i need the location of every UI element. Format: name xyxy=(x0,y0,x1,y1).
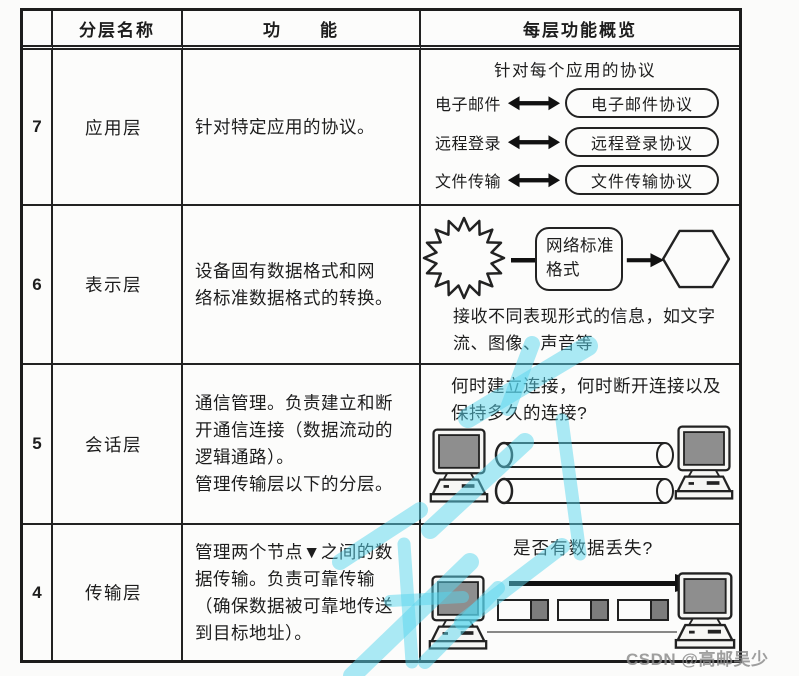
header-function: 功 能 xyxy=(183,11,421,50)
hexagon-shape xyxy=(661,229,731,289)
osi-layers-table: 分层名称 功 能 每层功能概览 7 应用层 针对特定应用的协议。 针对每个应用的… xyxy=(20,8,742,663)
csdn-watermark: CSDN @高邮吴少 xyxy=(626,650,769,669)
function-text: 通信管理。负责建立和断 开通信连接（数据流动的 逻辑通路）。 管理传输层以下的分… xyxy=(195,393,393,494)
function-text: 设备固有数据格式和网 络标准数据格式的转换。 xyxy=(195,260,393,308)
starburst-shape xyxy=(422,216,506,300)
double-arrow-icon xyxy=(507,96,561,111)
connection-pipes xyxy=(494,441,674,505)
layer-function-transport: 管理两个节点▼之间的数 据传输。负责可靠传输 （确保数据被可靠地传送 到目标地址… xyxy=(183,525,421,660)
computer-icon xyxy=(674,572,736,649)
right-arrow-icon xyxy=(626,253,665,268)
overview-application: 针对每个应用的协议 电子邮件 电子邮件协议 远程登录 远程登录协议 文件传输 文… xyxy=(421,50,739,206)
function-text: 针对特定应用的协议。 xyxy=(195,116,375,137)
computer-icon xyxy=(428,575,488,650)
layer-function-presentation: 设备固有数据格式和网 络标准数据格式的转换。 xyxy=(183,206,421,365)
protocol-row-email: 电子邮件 电子邮件协议 xyxy=(421,88,739,118)
overview-transport: 是否有数据丢失? xyxy=(421,525,739,660)
transport-question: 是否有数据丢失? xyxy=(513,538,654,558)
data-packet xyxy=(617,599,669,621)
function-text: 管理两个节点▼之间的数 据传输。负责可靠传输 （确保数据被可靠地传送 到目标地址… xyxy=(195,541,393,643)
application-protocols-title: 针对每个应用的协议 xyxy=(494,62,656,80)
email-protocol-pill: 电子邮件协议 xyxy=(565,88,719,118)
presentation-caption: 接收不同表现形式的信息，如文字 流、图像、声音等 xyxy=(453,307,716,353)
header-corner-cell xyxy=(23,11,53,50)
layer-name-transport: 传输层 xyxy=(53,525,183,660)
overview-presentation: 网络标准 格式 接收不同表现形式的信息，如文字 流、图像、声音等 xyxy=(421,206,739,365)
remote-login-label: 远程登录 xyxy=(434,136,501,153)
network-standard-format-box: 网络标准 格式 xyxy=(535,227,623,291)
layer-number-6: 6 xyxy=(23,206,53,365)
data-packet xyxy=(557,599,609,621)
double-arrow-icon xyxy=(507,173,561,188)
packet-fill-segment xyxy=(530,601,547,619)
double-arrow-icon xyxy=(507,135,561,150)
layer-number-7: 7 xyxy=(23,50,53,206)
layer-function-session: 通信管理。负责建立和断 开通信连接（数据流动的 逻辑通路）。 管理传输层以下的分… xyxy=(183,365,421,525)
overview-session: 何时建立连接，何时断开连接以及 保持多久的连接? xyxy=(421,365,739,525)
header-layer-name: 分层名称 xyxy=(53,11,183,50)
computer-icon xyxy=(674,425,734,500)
session-question: 何时建立连接，何时断开连接以及 保持多久的连接? xyxy=(451,376,721,423)
remote-login-protocol-pill: 远程登录协议 xyxy=(565,127,719,157)
layer-name-session: 会话层 xyxy=(53,365,183,525)
computer-icon xyxy=(429,428,489,503)
ground-line xyxy=(487,631,677,633)
layer-number-4: 4 xyxy=(23,525,53,660)
protocol-row-file-transfer: 文件传输 文件传输协议 xyxy=(421,165,739,195)
layer-name-application: 应用层 xyxy=(53,50,183,206)
layer-name-presentation: 表示层 xyxy=(53,206,183,365)
data-packet xyxy=(497,599,549,621)
layer-number-5: 5 xyxy=(23,365,53,525)
layer-function-application: 针对特定应用的协议。 xyxy=(183,50,421,206)
protocol-row-remote-login: 远程登录 远程登录协议 xyxy=(421,127,739,157)
file-transfer-protocol-pill: 文件传输协议 xyxy=(565,165,719,195)
packet-fill-segment xyxy=(650,601,667,619)
email-label: 电子邮件 xyxy=(434,97,501,114)
packet-fill-segment xyxy=(590,601,607,619)
file-transfer-label: 文件传输 xyxy=(434,174,501,191)
header-overview: 每层功能概览 xyxy=(421,11,739,50)
